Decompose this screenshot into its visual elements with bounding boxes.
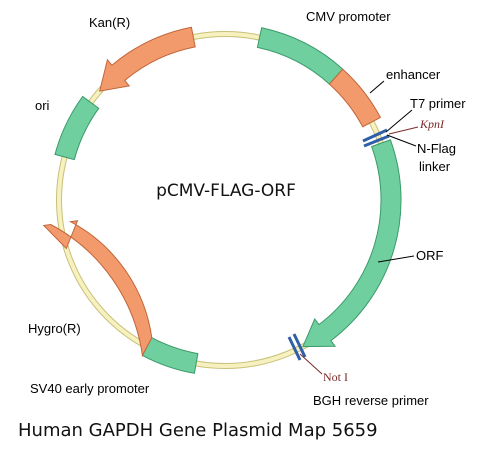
plasmid-name: pCMV-FLAG-ORF [156,181,296,201]
label-enhancer: enhancer [386,67,441,82]
label-kan-r: Kan(R) [89,15,130,30]
t7-kpni-site-marker [362,128,390,148]
label-kpni: KpnI [419,117,445,131]
ori-segment [54,95,100,161]
label-cmv-promoter: CMV promoter [306,9,391,24]
kan-r-arrow [99,26,196,92]
label-sv40-early-promoter: SV40 early promoter [30,381,150,396]
label-n-flag: N-Flag [417,141,456,156]
label-linker: linker [419,159,451,174]
label-not-i: Not I [323,370,348,384]
kpni-leader-line [388,126,419,135]
orf-arrow [302,139,402,348]
cmv-promoter-segment [256,27,344,85]
leader-lines [369,80,417,263]
label-hygro-r: Hygro(R) [28,321,81,336]
sv40-early-promoter-segment [141,337,199,374]
figure-caption: Human GAPDH Gene Plasmid Map 5659 [18,420,378,441]
label-ori: ori [35,98,50,113]
label-t7-primer: T7 primer [410,96,466,111]
label-orf: ORF [416,248,444,263]
label-bgh-reverse-primer: BGH reverse primer [313,393,429,408]
bgh-noti-site-marker [287,333,307,361]
enhancer-segment [328,68,382,128]
noti-leader-line [299,353,323,375]
hygro-r-arrow [42,220,153,357]
